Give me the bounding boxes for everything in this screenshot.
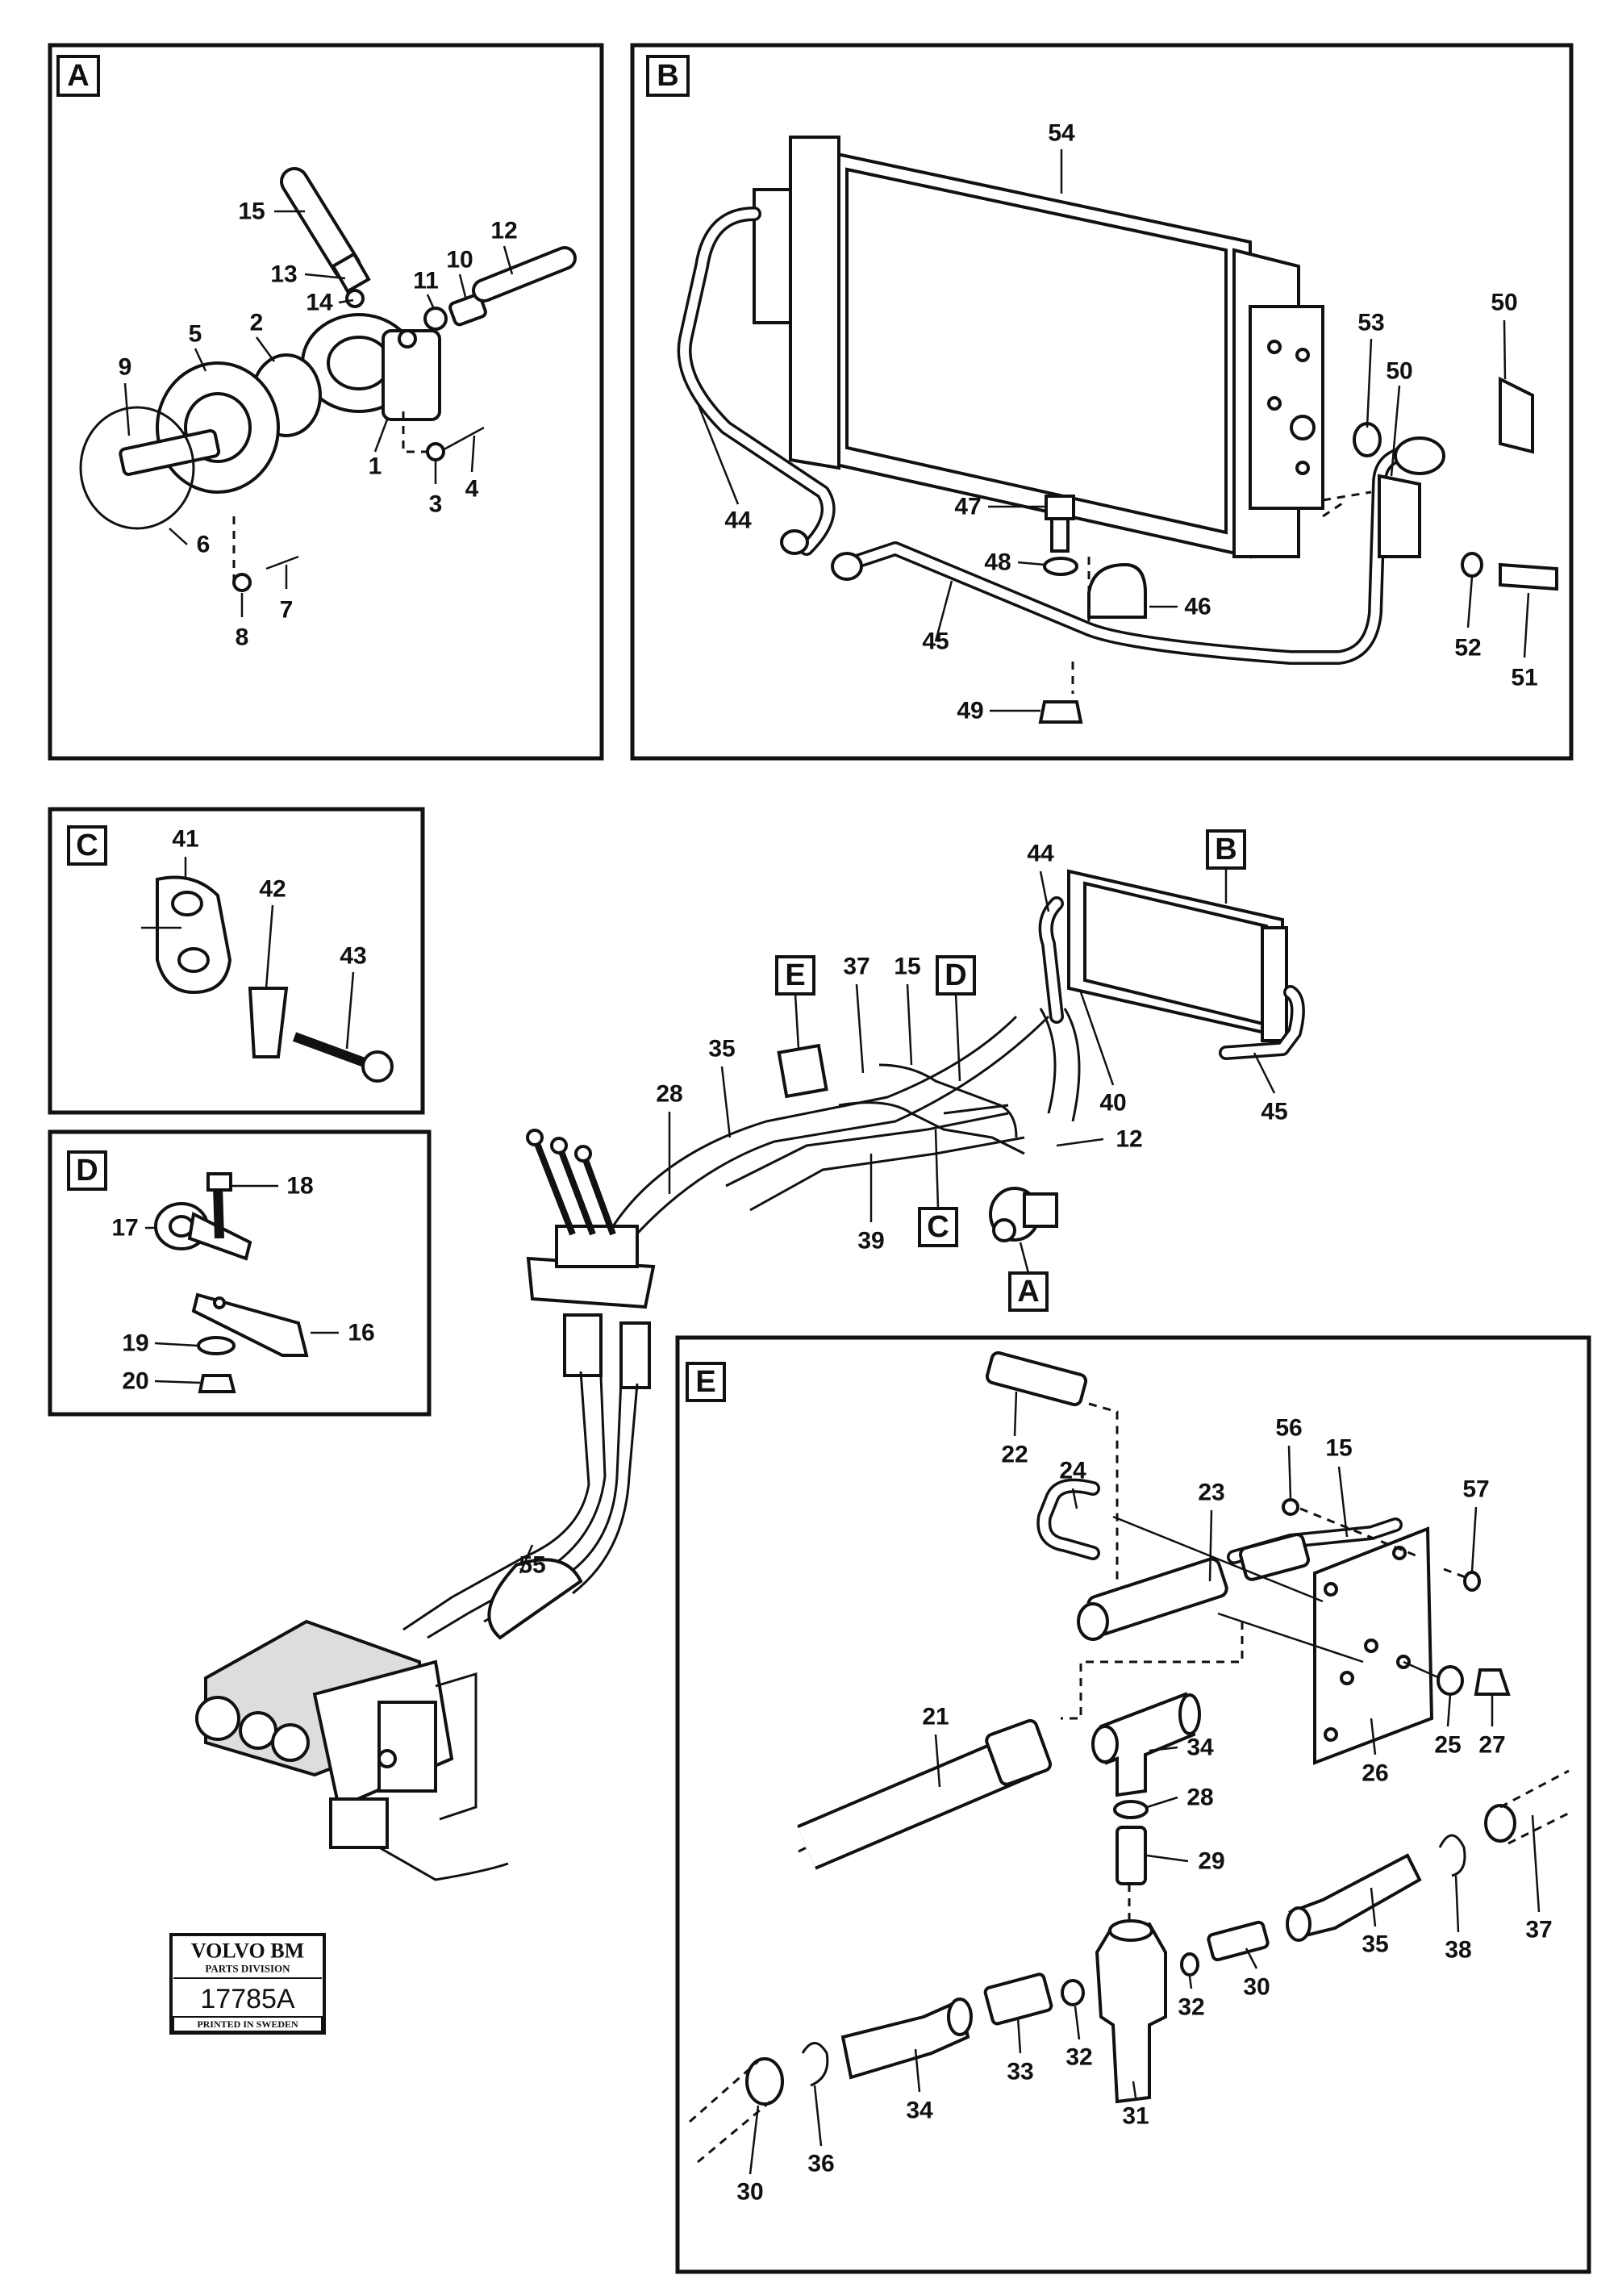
- callout-a-13: 13: [270, 261, 297, 288]
- callout-e-30-right: 30: [1243, 1974, 1270, 2001]
- callout-a-11: 11: [413, 268, 439, 294]
- callout-b-49: 49: [957, 698, 983, 724]
- callout-d-19: 19: [122, 1330, 148, 1357]
- stamp-printed: PRINTED IN SWEDEN: [197, 2018, 298, 2030]
- callout-e-23: 22: [1001, 1442, 1028, 1468]
- callout-e-22: 23: [1198, 1480, 1224, 1506]
- callout-a-14: 14: [306, 290, 333, 316]
- callout-e-35: 30: [736, 2179, 763, 2206]
- callout-main-28: 28: [656, 1081, 682, 1108]
- callout-e-30-upper: 29: [1198, 1848, 1224, 1875]
- callout-a-6: 6: [197, 532, 211, 558]
- callout-main-35: 35: [708, 1036, 735, 1062]
- callout-b-53: 52: [1454, 635, 1481, 662]
- callout-b-45: 45: [922, 628, 949, 655]
- callout-main-15: 15: [894, 954, 920, 980]
- callout-c-41: 41: [172, 826, 198, 853]
- stamp-number: 17785A: [200, 1984, 295, 2014]
- callout-main-45: 45: [1261, 1099, 1287, 1125]
- panel-e: E: [675, 1335, 1591, 2274]
- panel-b-callouts: 54 50 53 50 44 47 48 46 45 49 52 51: [696, 120, 1538, 724]
- stamp-division: PARTS DIVISION: [205, 1963, 290, 1975]
- callout-a-10: 10: [446, 247, 473, 273]
- callout-d-18: 18: [286, 1173, 313, 1200]
- callout-b-46: 46: [1184, 594, 1211, 620]
- callout-a-3: 3: [429, 491, 443, 518]
- callout-e-21: 34: [1186, 1735, 1214, 1761]
- panel-d: D 18 17 16 19 20: [48, 1129, 432, 1417]
- parts-division-stamp: VOLVO BM PARTS DIVISION 17785A PRINTED I…: [169, 1933, 326, 2035]
- callout-e-15: 15: [1325, 1435, 1352, 1462]
- oil-cooler: [753, 136, 1324, 559]
- callout-e-28: 21: [922, 1704, 949, 1730]
- callout-main-44: 44: [1027, 841, 1054, 867]
- panel-c-label: C: [76, 829, 98, 862]
- main-tag-b: B: [1215, 833, 1236, 866]
- callout-d-17: 17: [111, 1215, 138, 1242]
- panel-c-callouts: 41 42 43: [172, 826, 367, 1050]
- main-tag-e: E: [785, 958, 805, 992]
- panel-e-callouts: 22 24 23 56 15 57 26 25 27 21 34 28 29: [736, 1391, 1553, 2206]
- callout-e-34-right: 35: [1362, 1931, 1388, 1958]
- callout-d-16: 16: [348, 1320, 374, 1346]
- callout-a-15: 15: [238, 198, 265, 225]
- callout-e-33: 33: [1007, 2059, 1033, 2085]
- panel-a-label: A: [67, 59, 89, 93]
- callout-main-37: 37: [843, 954, 869, 980]
- callout-e-25: 25: [1434, 1732, 1461, 1759]
- callout-main-12: 12: [1116, 1126, 1142, 1153]
- callout-main-40: 40: [1099, 1090, 1126, 1117]
- callout-b-48: 48: [984, 549, 1011, 576]
- stamp-brand: VOLVO BM: [191, 1939, 304, 1963]
- callout-e-32-right: 32: [1178, 1994, 1204, 2021]
- callout-a-2: 2: [250, 310, 264, 336]
- callout-a-4: 4: [465, 476, 479, 503]
- callout-e-37: 37: [1525, 1917, 1552, 1943]
- callout-b-50-right: 50: [1491, 290, 1517, 316]
- main-view-callouts: 44 40 45 12 37 15 35 28 39 55: [519, 841, 1287, 1579]
- callout-a-5: 5: [189, 321, 202, 348]
- callout-b-44: 44: [724, 507, 752, 534]
- callout-a-1: 1: [369, 453, 382, 480]
- main-tag-d: D: [945, 958, 966, 992]
- callout-main-39: 39: [857, 1228, 884, 1254]
- panel-b-label: B: [657, 59, 678, 93]
- callout-b-50-left: 50: [1386, 358, 1412, 385]
- callout-c-43: 43: [340, 943, 366, 970]
- panel-d-callouts: 18 17 16 19 20: [111, 1173, 374, 1395]
- callout-e-56: 56: [1275, 1415, 1302, 1442]
- callout-e-38: 38: [1445, 1937, 1471, 1964]
- callout-e-31: 31: [1122, 2103, 1149, 2130]
- panel-d-label: D: [76, 1154, 98, 1188]
- callout-e-29: 28: [1186, 1785, 1213, 1811]
- main-tag-c: C: [927, 1210, 949, 1244]
- main-tag-a: A: [1017, 1275, 1039, 1309]
- callout-e-32-left: 32: [1065, 2044, 1092, 2071]
- main-assembly-view: B E D C A 44 40 45 12 37 15 35: [195, 829, 1305, 1881]
- callout-b-47: 47: [954, 494, 981, 520]
- callout-main-55: 55: [519, 1552, 545, 1579]
- panel-c: C 41 42 43: [48, 807, 425, 1115]
- callout-a-7: 7: [280, 597, 294, 624]
- callout-b-51: 53: [1357, 310, 1384, 336]
- callout-a-8: 8: [236, 624, 249, 651]
- callout-e-24: 24: [1059, 1458, 1086, 1484]
- callout-c-42: 42: [259, 876, 286, 903]
- callout-b-54: 54: [1048, 120, 1075, 147]
- callout-e-36: 36: [807, 2151, 834, 2177]
- callout-b-52: 51: [1511, 665, 1537, 691]
- panel-e-label: E: [695, 1365, 715, 1399]
- panel-a-callouts: 15 13 14 11 10 12 2 5 9 1 3 4 6: [119, 198, 518, 651]
- callout-d-20: 20: [122, 1368, 148, 1395]
- callout-a-12: 12: [490, 218, 517, 244]
- callout-e-26: 27: [1478, 1732, 1505, 1759]
- callout-e-57: 57: [1462, 1476, 1489, 1503]
- panel-b: B: [630, 43, 1574, 761]
- callout-a-9: 9: [119, 354, 132, 381]
- callout-e-27: 26: [1362, 1760, 1388, 1787]
- callout-e-34-left: 34: [906, 2098, 933, 2124]
- panel-a: A 15: [48, 43, 604, 761]
